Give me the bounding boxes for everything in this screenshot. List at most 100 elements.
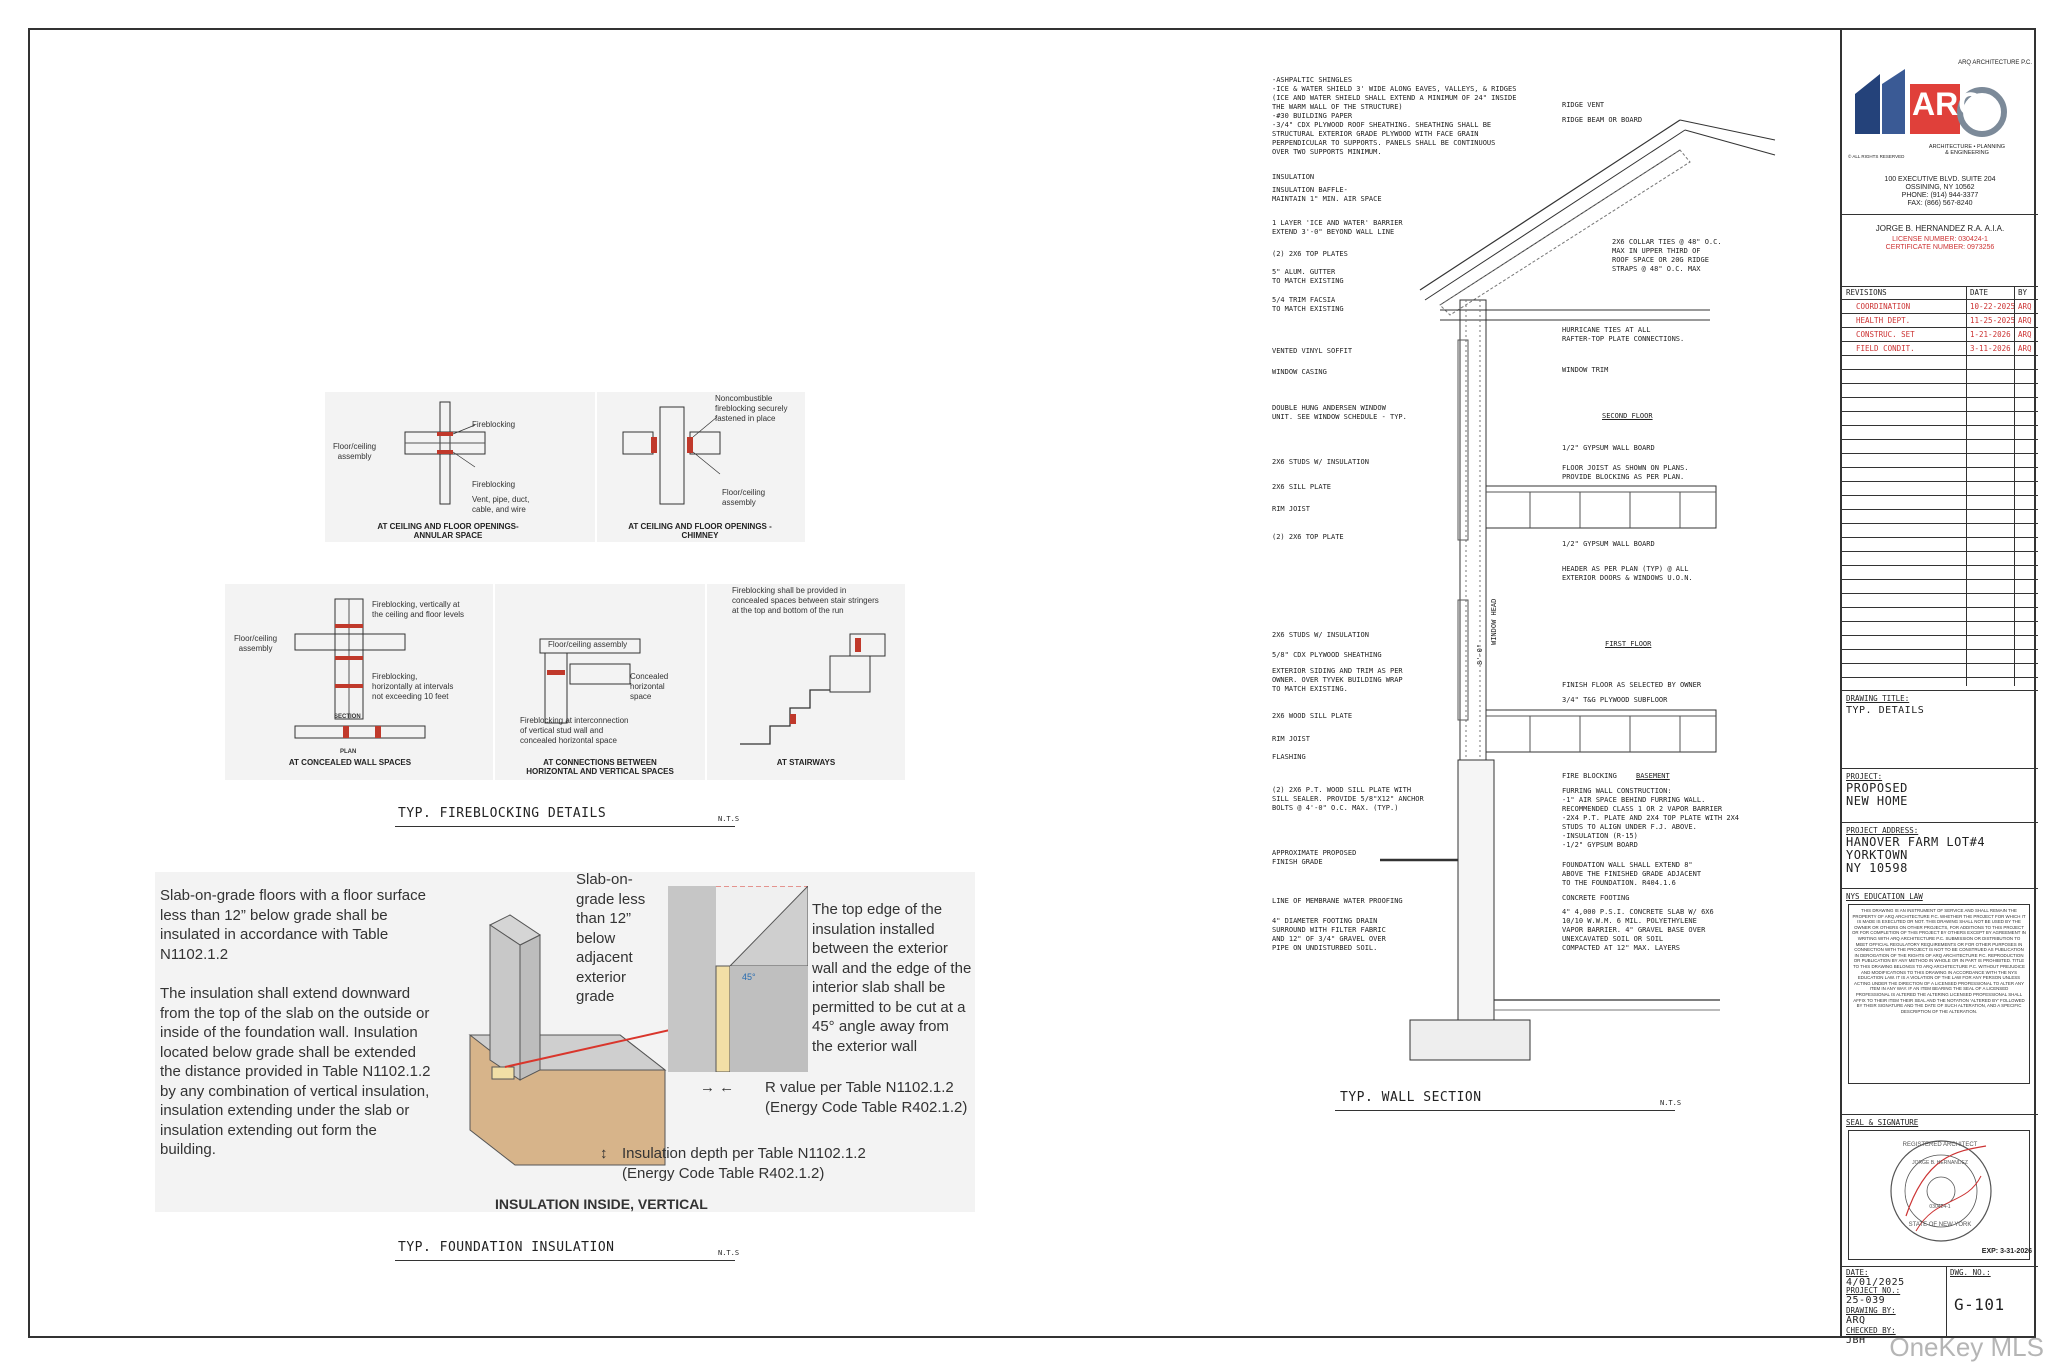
- foundation-para-2: The insulation shall extend downward fro…: [160, 985, 431, 1158]
- wall-note-footing-drain: 4" DIAMETER FOOTING DRAIN SURROUND WITH …: [1272, 917, 1386, 952]
- wall-note-ridge-beam: RIDGE BEAM OR BOARD: [1562, 116, 1643, 124]
- foundation-r-value-2: (Energy Code Table R402.1.2): [765, 1099, 968, 1116]
- drawing-title-label: DRAWING TITLE:: [1846, 694, 1910, 703]
- foundation-r-value-arrow: → ←: [700, 1079, 735, 1096]
- wall-note-sheathing: 5/8" CDX PLYWOOD SHEATHING: [1272, 651, 1382, 659]
- seal-expiration: EXP: 3-31-2026: [1981, 1248, 2032, 1255]
- foundation-depth-arrow: ↕: [600, 1145, 608, 1162]
- revision-date: 10-22-2025: [1970, 302, 2016, 311]
- revision-desc: FIELD CONDIT.: [1856, 344, 1915, 353]
- drawn-by-label: DRAWING BY:: [1846, 1306, 1896, 1315]
- wall-note-baffle: INSULATION BAFFLE- MAINTAIN 1" MIN. AIR …: [1272, 186, 1382, 203]
- wall-note-fire-blocking: FIRE BLOCKING: [1562, 772, 1617, 780]
- wall-note-wood-sill: 2X6 WOOD SILL PLATE: [1272, 712, 1353, 720]
- revision-row: HEALTH DEPT. 11-25-2025 ARQ: [1842, 314, 2038, 328]
- fb3-label-vertical: Fireblocking, vertically at the ceiling …: [372, 600, 465, 619]
- wall-note-collar-ties: 2X6 COLLAR TIES @ 48" O.C. MAX IN UPPER …: [1612, 238, 1722, 273]
- wall-section-title: TYP. WALL SECTION: [1340, 1090, 1482, 1105]
- date-value: 4/01/2025: [1846, 1277, 1905, 1288]
- fb5-caption: AT STAIRWAYS: [776, 758, 836, 767]
- wall-section-title-underline: [1335, 1110, 1675, 1111]
- fb2-label-assembly: Floor/ceiling assembly: [722, 488, 766, 507]
- wall-note-hurricane: HURRICANE TIES AT ALL RAFTER-TOP PLATE C…: [1562, 326, 1685, 343]
- revisions-by-header: BY: [2018, 288, 2028, 297]
- revision-by: ARQ: [2018, 344, 2032, 353]
- checked-by-value: JBH: [1846, 1335, 1866, 1346]
- wall-note-finish-grade: APPROXIMATE PROPOSED FINISH GRADE: [1272, 849, 1357, 866]
- dwg-col-line: [1946, 1266, 1947, 1336]
- revision-desc: CONSTRUC. SET: [1856, 330, 1915, 339]
- firm-name: ARQ ARCHITECTURE P.C.: [1958, 60, 2032, 66]
- wall-note-furring: FURRING WALL CONSTRUCTION: -1" AIR SPACE…: [1562, 787, 1740, 849]
- wall-note-window-casing: WINDOW CASING: [1272, 368, 1327, 376]
- wall-note-gutter: 5" ALUM. GUTTER TO MATCH EXISTING: [1272, 268, 1344, 285]
- seal-box: [1848, 1130, 2030, 1260]
- foundation-angle-label: 45°: [742, 972, 756, 982]
- fireblock-chimney-panel: [597, 392, 805, 542]
- revision-by: ARQ: [2018, 302, 2032, 311]
- wall-window-head-dim: 8'-0": [1476, 643, 1484, 665]
- drawn-by-value: ARQ: [1846, 1315, 1866, 1326]
- revision-row: FIELD CONDIT. 3-11-2026 ARQ: [1842, 342, 2038, 356]
- architect-name: JORGE B. HERNANDEZ R.A. A.I.A.: [1875, 224, 2005, 233]
- wall-note-membrane: LINE OF MEMBRANE WATER PROOFING: [1272, 897, 1403, 905]
- fb1-label-assembly: Floor/ceiling assembly: [333, 442, 377, 461]
- tb-divider: [1842, 1266, 2038, 1267]
- fireblock-annular-panel: [325, 392, 595, 542]
- revision-row: COORDINATION 10-22-2025 ARQ: [1842, 300, 2038, 314]
- wall-note-siding: EXTERIOR SIDING AND TRIM AS PER OWNER. O…: [1272, 667, 1403, 693]
- fb3-label-plan: PLAN: [340, 749, 357, 755]
- seal-label: SEAL & SIGNATURE: [1846, 1118, 1919, 1127]
- fb4-label-concealed: Concealed horizontal space: [630, 672, 669, 701]
- date-label: DATE:: [1846, 1268, 1869, 1277]
- foundation-enlarged-view: [668, 886, 808, 1072]
- firm-fax: FAX: (866) 567-8240: [1907, 200, 1973, 207]
- seal-name: JORGE B. HERNANDEZ: [1912, 1160, 1968, 1166]
- wall-note-ridge-vent: RIDGE VENT: [1562, 101, 1605, 109]
- wall-note-soffit: VENTED VINYL SOFFIT: [1272, 347, 1353, 355]
- certificate-number: CERTIFICATE NUMBER: 0973256: [1885, 244, 1995, 251]
- project-no-value: 25-039: [1846, 1295, 1886, 1306]
- foundation-title: TYP. FOUNDATION INSULATION: [398, 1240, 615, 1255]
- wall-note-ice-water: 1 LAYER 'ICE AND WATER' BARRIER EXTEND 3…: [1272, 219, 1403, 236]
- wall-section-nts: N.T.S: [1660, 1099, 1682, 1107]
- fb1-label-vent: Vent, pipe, duct, cable, and wire: [472, 495, 530, 514]
- fb3-label-horizontal: Fireblocking, horizontally at intervals …: [372, 672, 454, 701]
- foundation-title-underline: [395, 1260, 735, 1261]
- wall-note-top-plates: (2) 2X6 TOP PLATES: [1272, 250, 1348, 258]
- fb4-label-assembly: Floor/ceiling assembly: [548, 640, 628, 649]
- tb-divider: [1842, 888, 2038, 889]
- firm-address-1: 100 EXECUTIVE BLVD. SUITE 204: [1884, 176, 1996, 183]
- fb4-caption: AT CONNECTIONS BETWEEN HORIZONTAL AND VE…: [526, 758, 674, 776]
- wall-note-foundation-wall: FOUNDATION WALL SHALL EXTEND 8" ABOVE TH…: [1562, 861, 1702, 887]
- wall-note-subfloor: 3/4" T&G PLYWOOD SUBFLOOR: [1562, 696, 1668, 704]
- foundation-depth: Insulation depth per Table N1102.1.2: [622, 1145, 866, 1162]
- revision-by: ARQ: [2018, 316, 2032, 325]
- revisions-col-line: [2014, 286, 2015, 686]
- project-no-label: PROJECT NO.:: [1846, 1286, 1901, 1295]
- seal-state: STATE OF NEW YORK: [1908, 1222, 1972, 1228]
- wall-note-footing: CONCRETE FOOTING: [1562, 894, 1630, 902]
- revisions-empty-rows: [1842, 356, 2038, 686]
- tb-divider: [1842, 690, 2038, 691]
- fireblocking-title: TYP. FIREBLOCKING DETAILS: [398, 806, 607, 821]
- seal-number: 030424-1: [1929, 1204, 1951, 1210]
- fb5-label-stairs: Fireblocking shall be provided in concea…: [732, 586, 879, 615]
- foundation-r-value: R value per Table N1102.1.2: [765, 1079, 954, 1096]
- wall-note-slab: 4" 4,000 P.S.I. CONCRETE SLAB W/ 6X6 10/…: [1562, 908, 1714, 952]
- wall-note-facsia: 5/4 TRIM FACSIA TO MATCH EXISTING: [1272, 296, 1344, 313]
- fireblock-stairways-panel: [707, 584, 905, 780]
- onekey-mls-watermark: OneKey MLS: [1889, 1332, 2044, 1362]
- revision-desc: HEALTH DEPT.: [1856, 316, 1911, 325]
- revisions-col-line: [1966, 286, 1967, 686]
- dwg-no-label: DWG. NO.:: [1950, 1268, 1991, 1277]
- fb1-label-fireblocking-top: Fireblocking: [472, 420, 516, 429]
- tb-divider: [1842, 1114, 2038, 1115]
- foundation-caption: INSULATION INSIDE, VERTICAL: [495, 1196, 708, 1212]
- logo-text: ARQ: [1912, 86, 1984, 122]
- revisions-header-row: REVISIONS DATE BY: [1842, 286, 2038, 300]
- revision-date: 11-25-2025: [1970, 316, 2016, 325]
- fb2-caption: AT CEILING AND FLOOR OPENINGS - CHIMNEY: [628, 522, 772, 540]
- fb3-label-assembly: Floor/ceiling assembly: [234, 634, 278, 653]
- fireblocking-nts: N.T.S: [718, 815, 740, 823]
